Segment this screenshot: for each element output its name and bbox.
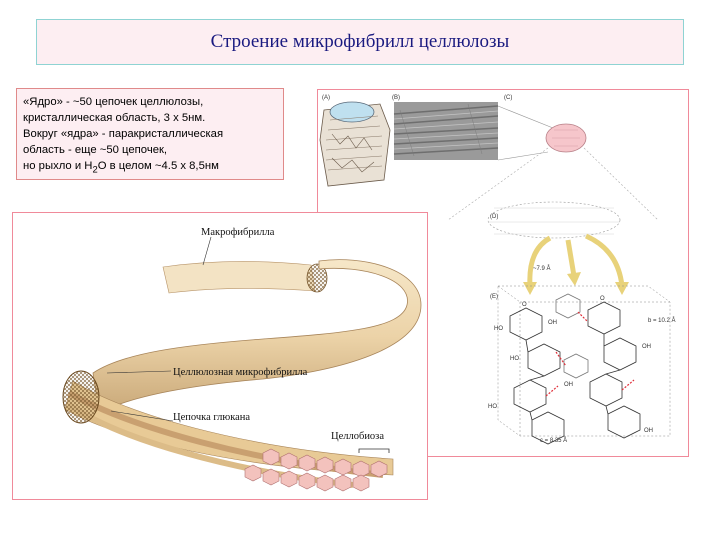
atom-label: HO bbox=[488, 404, 497, 410]
atom-label: HO bbox=[494, 326, 503, 332]
glucan-chain-molecules bbox=[509, 293, 641, 445]
dimension-label: c = 8.35 Å bbox=[540, 437, 567, 444]
leader-line bbox=[202, 236, 212, 266]
core-description-note: «Ядро» - ~50 цепочек целлюлозы, кристалл… bbox=[16, 88, 284, 180]
label-glucan-chain: Цепочка глюкана bbox=[173, 412, 250, 423]
fibril-illustration-panel: Макрофибрилла Целлюлозная микрофибрилла … bbox=[12, 212, 428, 500]
note-subscript: 2 bbox=[92, 163, 98, 175]
hydrogen-bonds bbox=[545, 311, 635, 397]
arrow-icon bbox=[584, 233, 629, 295]
note-line-formula: но рыхло и H2O в целом ~4.5 x 8,5нм bbox=[23, 158, 277, 177]
atom-label: HO bbox=[510, 356, 519, 362]
cellobiose-hexagons bbox=[244, 448, 388, 492]
panel-label-a: (A) bbox=[322, 95, 330, 101]
panel-label-b: (B) bbox=[392, 95, 400, 101]
dimension-label: b = 10.2 Å bbox=[648, 317, 676, 324]
cellobiose-bracket bbox=[358, 448, 390, 453]
microfibril-cut-end bbox=[62, 370, 100, 424]
zoom-cone-lines bbox=[447, 147, 659, 221]
panel-label-e: (E) bbox=[490, 294, 498, 300]
leader-line bbox=[110, 410, 174, 422]
fibril-illustration: Макрофибрилла Целлюлозная микрофибрилла … bbox=[62, 227, 422, 492]
note-line: «Ядро» - ~50 цепочек целлюлозы, bbox=[23, 96, 204, 108]
panel-label-d: (D) bbox=[490, 214, 498, 220]
leader-line bbox=[106, 370, 172, 374]
dimension-label: ~7.9 Å bbox=[533, 265, 551, 272]
d-chain-lines bbox=[488, 207, 620, 235]
arrow-icon bbox=[523, 235, 552, 295]
micrograph-image bbox=[393, 102, 499, 160]
microfibril-cross-section bbox=[545, 123, 587, 153]
note-line: кристаллическая область, 3 x 5нм. bbox=[23, 112, 206, 124]
panel-label-c: (C) bbox=[504, 95, 512, 101]
title-banner: Строение микрофибрилл целлюлозы bbox=[36, 19, 684, 65]
page-title: Строение микрофибрилл целлюлозы bbox=[210, 31, 510, 52]
unit-cell-box bbox=[497, 285, 671, 437]
atom-label: O bbox=[600, 296, 605, 302]
label-microfibril: Целлюлозная микрофибрилла bbox=[173, 367, 308, 378]
zoom-guide-lines bbox=[497, 105, 559, 161]
label-macrofibril: Макрофибрилла bbox=[201, 227, 275, 238]
note-line: Вокруг «ядра» - паракристаллическая bbox=[23, 128, 224, 140]
atom-label: OH bbox=[564, 382, 573, 388]
note-text: O в целом ~4.5 x 8,5нм bbox=[97, 160, 219, 172]
d-cross-section-outline bbox=[487, 201, 621, 239]
label-cellobiose: Целлобиоза bbox=[331, 431, 384, 442]
atom-label: O bbox=[522, 302, 527, 308]
atom-label: OH bbox=[548, 320, 557, 326]
atom-label: OH bbox=[644, 428, 653, 434]
structure-figure: (A) (B) (C) (D) (E) bbox=[319, 95, 676, 445]
atom-label: OH bbox=[642, 344, 651, 350]
note-text: но рыхло и H bbox=[23, 160, 93, 172]
arrow-icon bbox=[565, 239, 581, 286]
note-line: область - еще ~50 цепочек, bbox=[23, 144, 168, 156]
macrofibril bbox=[162, 261, 328, 294]
fibre-bundle-illustration bbox=[319, 101, 391, 187]
